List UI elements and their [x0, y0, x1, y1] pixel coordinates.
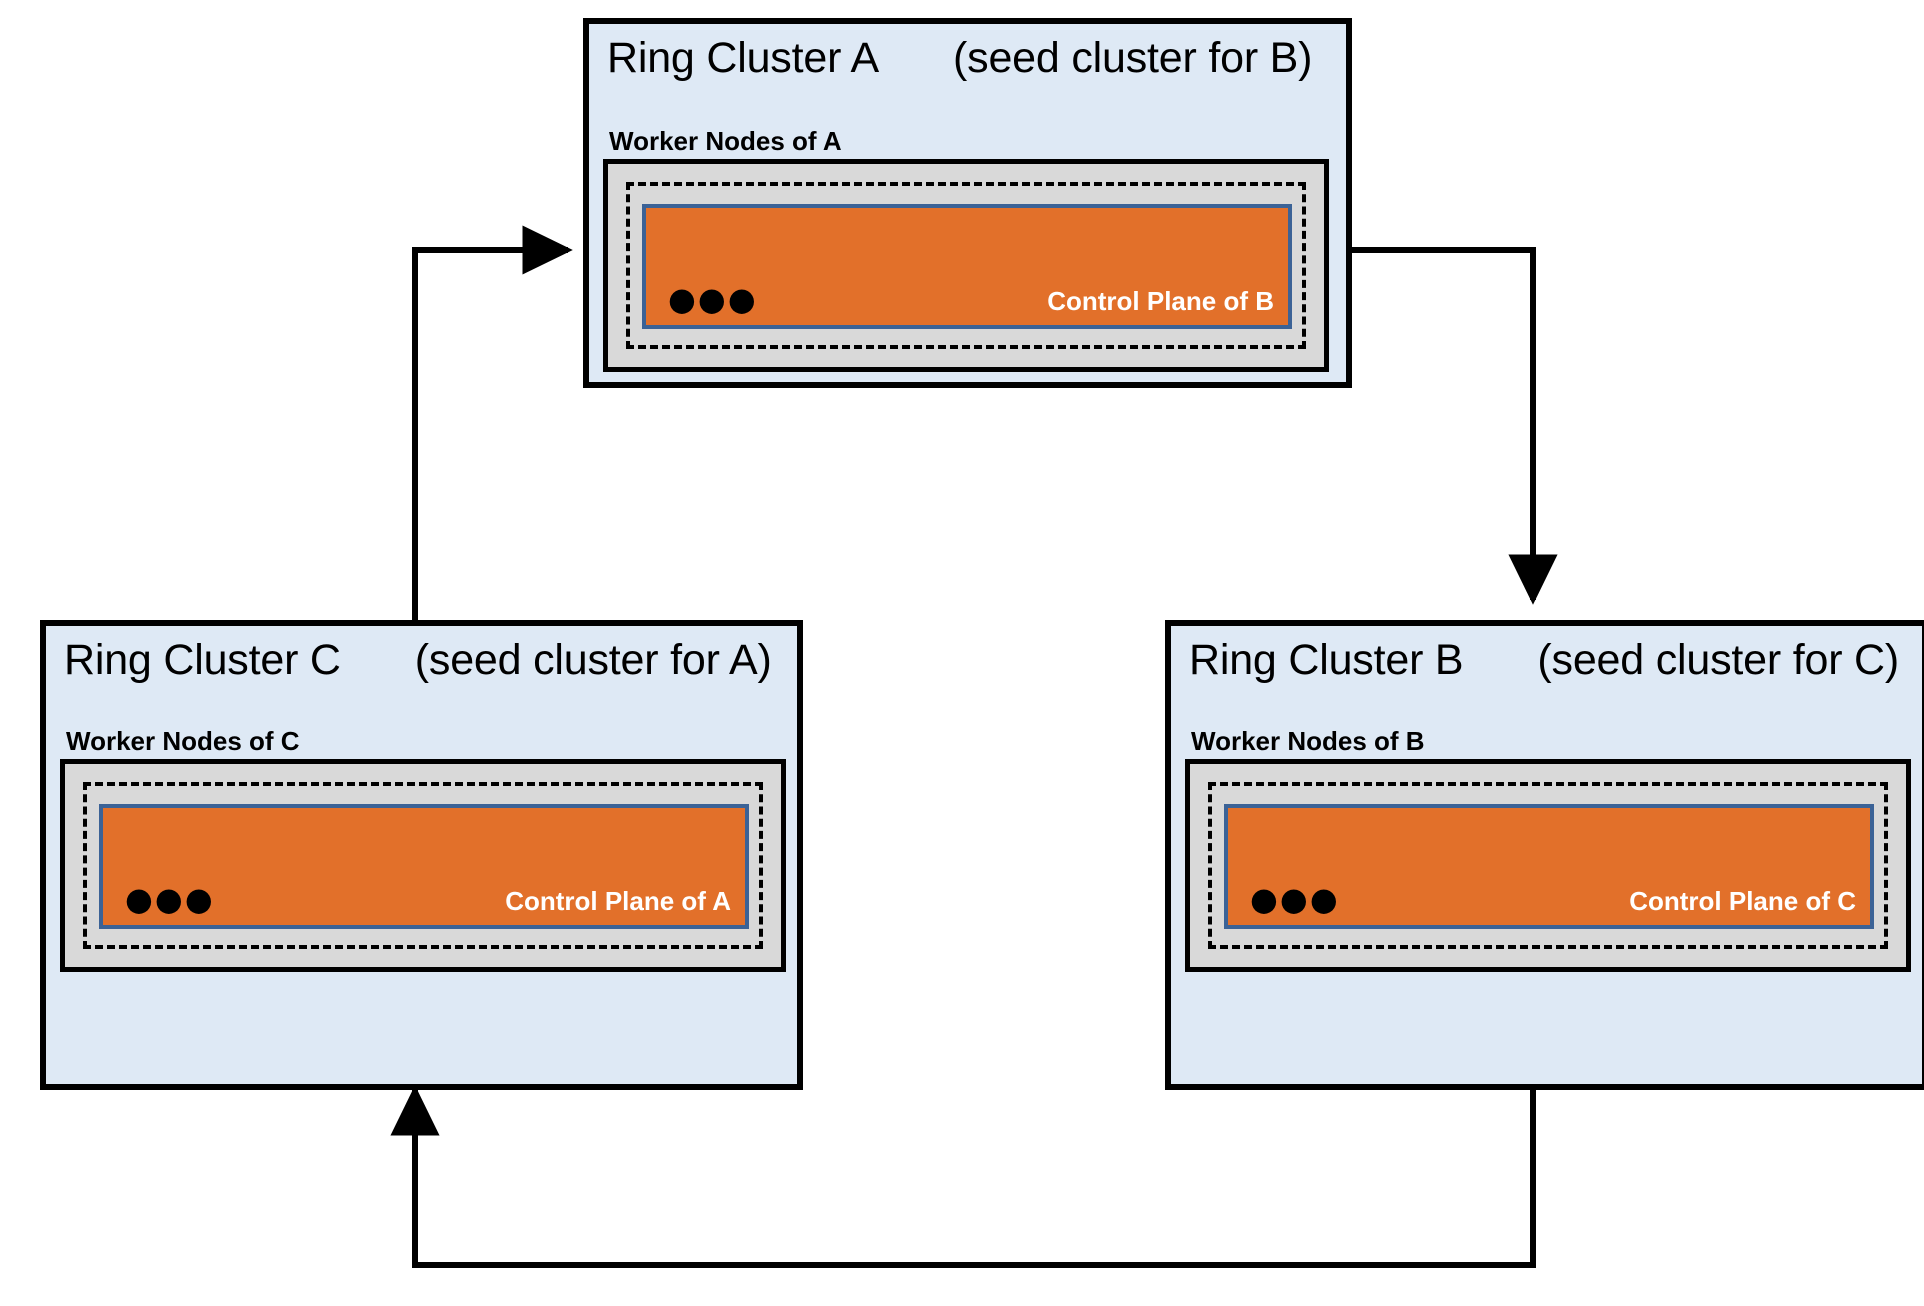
- cluster-a-worker-label: Worker Nodes of A: [609, 126, 842, 156]
- cluster-c-name: Ring Cluster C: [64, 636, 341, 684]
- arrow-a-to-b: [1352, 247, 1558, 605]
- cluster-c-worker-label: Worker Nodes of C: [66, 726, 300, 756]
- cluster-c-control-plane-label: Control Plane of A: [505, 886, 731, 916]
- cluster-c[interactable]: Ring Cluster C (seed cluster for A) Worke…: [40, 620, 803, 1090]
- cluster-b[interactable]: Ring Cluster B (seed cluster for C) Worke…: [1165, 620, 1924, 1090]
- cluster-a-worker-box: ●●● Control Plane of B: [603, 159, 1329, 372]
- cluster-b-title: Ring Cluster B (seed cluster for C): [1189, 636, 1899, 685]
- cluster-b-control-plane-label: Control Plane of C: [1629, 886, 1856, 916]
- cluster-b-ellipsis-icon: ●●●: [1250, 880, 1340, 918]
- cluster-b-worker-box: ●●● Control Plane of C: [1185, 759, 1911, 972]
- arrow-c-to-a: [412, 225, 573, 620]
- cluster-a-ellipsis-icon: ●●●: [668, 280, 758, 318]
- cluster-a-seed-note: (seed cluster for B): [953, 34, 1313, 82]
- cluster-b-seed-note: (seed cluster for C): [1537, 636, 1900, 684]
- cluster-a-dashed-frame: [626, 182, 1306, 349]
- cluster-c-title: Ring Cluster C (seed cluster for A): [64, 636, 772, 685]
- cluster-a-control-plane[interactable]: ●●● Control Plane of B: [642, 204, 1292, 329]
- cluster-a-title: Ring Cluster A (seed cluster for B): [607, 34, 1312, 83]
- cluster-a-control-plane-label: Control Plane of B: [1047, 286, 1274, 316]
- cluster-c-worker-box: ●●● Control Plane of A: [60, 759, 786, 972]
- cluster-b-worker-label: Worker Nodes of B: [1191, 726, 1425, 756]
- cluster-b-dashed-frame: [1208, 782, 1888, 949]
- cluster-a-name: Ring Cluster A: [607, 34, 880, 82]
- cluster-c-seed-note: (seed cluster for A): [414, 636, 772, 684]
- cluster-c-control-plane[interactable]: ●●● Control Plane of A: [99, 804, 749, 929]
- cluster-b-control-plane[interactable]: ●●● Control Plane of C: [1224, 804, 1874, 929]
- cluster-a[interactable]: Ring Cluster A (seed cluster for B) Worke…: [583, 18, 1352, 388]
- cluster-b-name: Ring Cluster B: [1189, 636, 1464, 684]
- cluster-c-ellipsis-icon: ●●●: [125, 880, 215, 918]
